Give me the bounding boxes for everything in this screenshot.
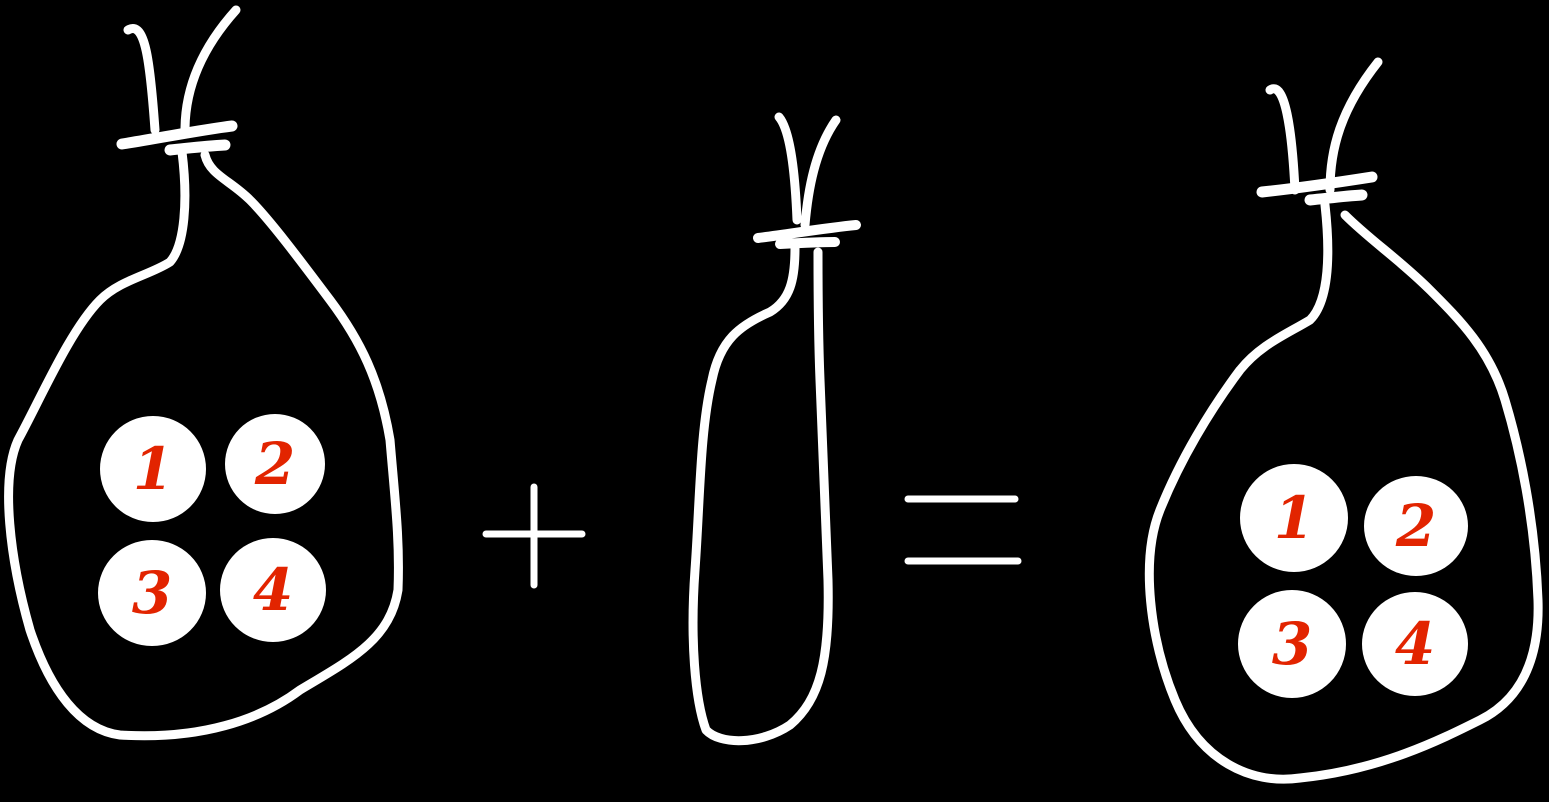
right-bag: [1144, 57, 1543, 784]
ball-number: 3: [131, 559, 173, 627]
ball-2: 2: [225, 414, 325, 514]
ball-2: 2: [1364, 476, 1468, 576]
ball-1: 1: [100, 416, 206, 522]
ball-number: 1: [132, 435, 174, 503]
middle-bag: [688, 112, 861, 746]
ball-number: 4: [252, 556, 294, 624]
ball-4: 4: [1362, 592, 1468, 696]
ball-number: 2: [254, 430, 296, 498]
ball-number: 4: [1394, 610, 1436, 678]
left-bag: [4, 5, 403, 741]
ball-1: 1: [1240, 464, 1348, 572]
ball-number: 3: [1271, 610, 1313, 678]
plus-operator: [482, 483, 586, 589]
ball-4: 4: [220, 538, 326, 642]
equals-operator: [904, 495, 1022, 565]
ball-3: 3: [1238, 590, 1346, 698]
ball-number: 2: [1395, 492, 1437, 560]
ball-3: 3: [98, 540, 206, 646]
ball-number: 1: [1273, 484, 1315, 552]
